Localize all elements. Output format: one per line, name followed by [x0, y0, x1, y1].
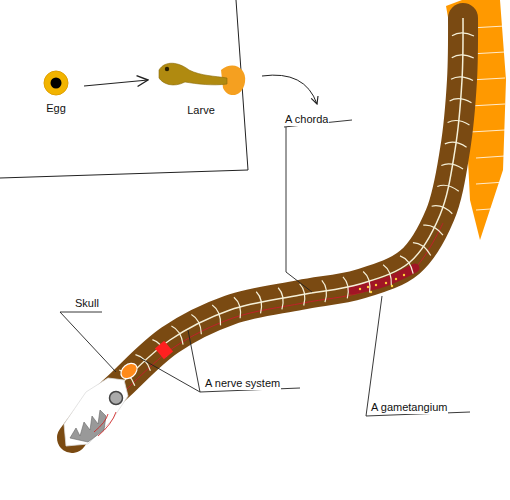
- larva-body: [159, 63, 227, 85]
- leader-line: [60, 312, 116, 372]
- part-label: A chorda: [284, 113, 329, 126]
- chorda-line: [120, 18, 463, 385]
- leader-line: [284, 120, 352, 292]
- chorda-rib: [191, 315, 201, 335]
- chorda-rib: [322, 280, 327, 302]
- larva-eye: [165, 67, 169, 71]
- part-label: A gametangium: [370, 401, 448, 414]
- chorda-rib: [451, 77, 473, 81]
- chorda-rib: [212, 305, 220, 325]
- chorda-rib: [437, 185, 458, 191]
- stage-arrow: [84, 80, 148, 86]
- part-label: A nerve system: [204, 377, 281, 390]
- blood-vessel: [123, 223, 443, 393]
- gamete-dot: [403, 274, 405, 276]
- chorda-rib: [448, 121, 470, 125]
- chorda-rib: [363, 272, 370, 293]
- chorda-rib: [445, 142, 467, 147]
- gametangium-organ: [352, 268, 415, 290]
- leader-line: [140, 330, 300, 392]
- leader-line: [366, 296, 470, 416]
- chorda-rib: [234, 297, 241, 318]
- chorda-ribs: [119, 33, 474, 386]
- chorda-rib: [441, 164, 463, 169]
- chorda-rib: [432, 206, 453, 214]
- nerve-ganglion: [155, 341, 173, 359]
- larva-icon: [155, 58, 247, 100]
- chorda-rib: [171, 326, 183, 345]
- eye: [110, 392, 123, 405]
- egg-yolk: [51, 78, 62, 89]
- gamete-dot: [395, 278, 397, 280]
- chorda-rib: [256, 292, 261, 314]
- fin-ray: [476, 156, 505, 158]
- chorda-rib: [452, 33, 474, 36]
- gamete-dot: [375, 284, 377, 286]
- gamete-dot: [359, 288, 361, 290]
- chorda-rib: [423, 225, 443, 235]
- chorda-rib: [278, 288, 283, 310]
- fin-ray: [470, 130, 505, 132]
- stage-name: Egg: [30, 102, 82, 115]
- gamete-dot: [367, 286, 369, 288]
- fin-ray: [476, 182, 505, 184]
- fin-ray: [476, 208, 505, 210]
- chorda-rib: [400, 256, 413, 274]
- larva-stage: Larve: [150, 58, 252, 117]
- worm-body: [72, 18, 463, 438]
- chorda-rib: [413, 243, 431, 256]
- skull-shape: [64, 378, 128, 446]
- stage-arrow: [262, 75, 317, 104]
- part-label: Skull: [74, 297, 100, 310]
- egg-shell: [44, 71, 68, 95]
- stage-name: Larve: [150, 104, 252, 117]
- brain: [118, 360, 140, 382]
- jaw-vessels: [94, 412, 116, 436]
- egg-icon: [41, 68, 71, 98]
- chorda-rib: [300, 284, 305, 306]
- inset-frame: [0, 0, 248, 178]
- chorda-rib: [452, 55, 474, 58]
- chorda-rib: [383, 265, 391, 285]
- chorda-rib: [450, 99, 472, 103]
- chorda-rib: [343, 277, 348, 299]
- egg-stage: Egg: [30, 68, 82, 115]
- gamete-dot: [385, 282, 387, 284]
